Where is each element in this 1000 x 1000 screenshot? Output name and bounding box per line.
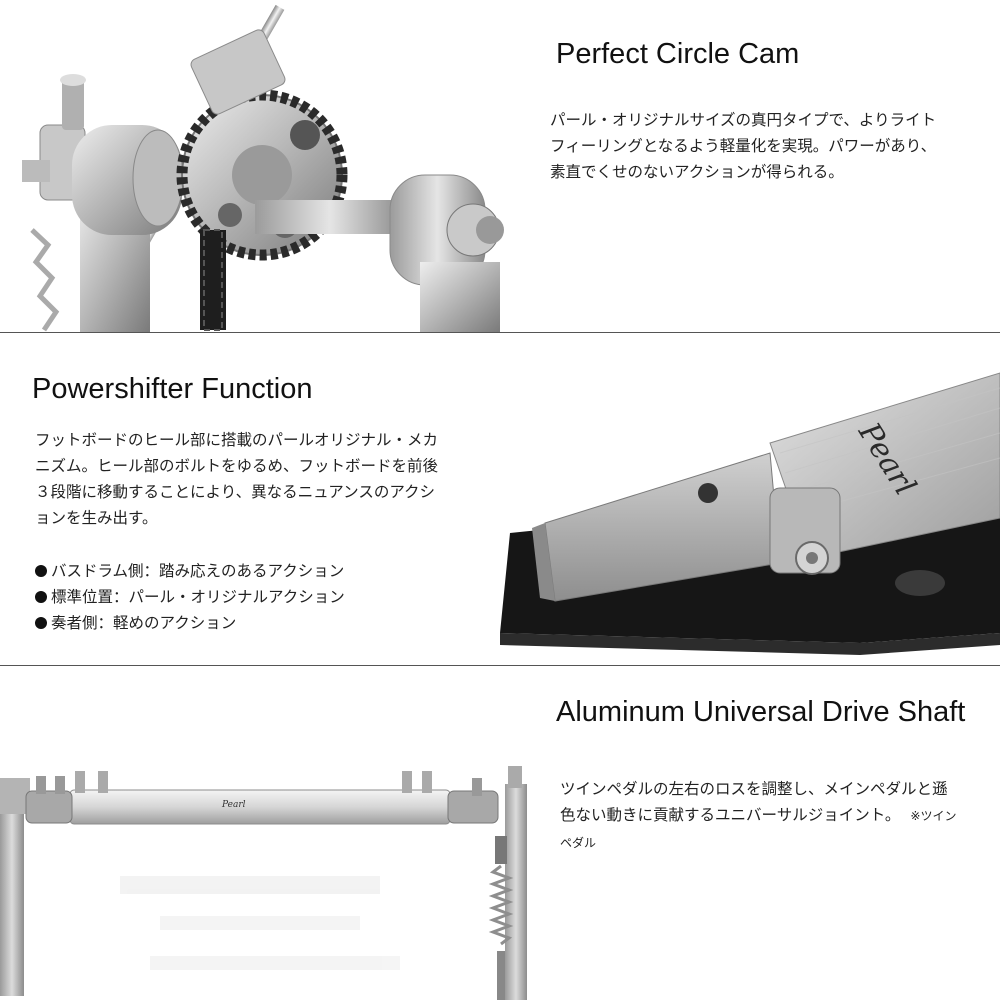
bullet-icon <box>35 565 47 577</box>
section-aluminum-universal-drive-shaft: Pearl Aluminum Universal Drive Shaft ツイン… <box>0 666 1000 1000</box>
list-item: 標準位置：パール・オリジナルアクション <box>35 584 345 610</box>
drive-shaft-photo: Pearl <box>0 766 527 1000</box>
section-divider <box>0 665 1000 666</box>
section-title: Aluminum Universal Drive Shaft <box>556 696 966 728</box>
bullet-icon <box>35 617 47 629</box>
section-divider <box>0 332 1000 333</box>
section-body: ツインペダルの左右のロスを調整し、メインペダルと遜色ない動きに貢献するユニバーサ… <box>560 776 960 856</box>
section-body-text: ツインペダルの左右のロスを調整し、メインペダルと遜色ない動きに貢献するユニバーサ… <box>560 780 948 824</box>
shaft-pearl-logo: Pearl <box>221 800 246 810</box>
list-item: 奏者側：軽めのアクション <box>35 610 345 636</box>
cam-photo <box>22 4 504 332</box>
section-powershifter-function: Powershifter Function フットボードのヒール部に搭載のパール… <box>0 333 1000 665</box>
section-note: ※ツインペダル <box>560 809 957 850</box>
section-body: パール・オリジナルサイズの真円タイプで、よりライトフィーリングとなるよう軽量化を… <box>550 111 937 181</box>
bullet-icon <box>35 591 47 603</box>
section-title: Perfect Circle Cam <box>556 38 800 70</box>
section-title: Powershifter Function <box>32 373 313 405</box>
list-item: バスドラム側：踏み応えのあるアクション <box>35 558 345 584</box>
action-list: バスドラム側：踏み応えのあるアクション 標準位置：パール・オリジナルアクション … <box>35 558 345 636</box>
section-perfect-circle-cam: Perfect Circle Cam パール・オリジナルサイズの真円タイプで、よ… <box>0 0 1000 332</box>
section-body: フットボードのヒール部に搭載のパールオリジナル・メカニズム。ヒール部のボルトをゆ… <box>35 431 439 527</box>
footboard-photo: Pearl <box>500 372 1000 655</box>
